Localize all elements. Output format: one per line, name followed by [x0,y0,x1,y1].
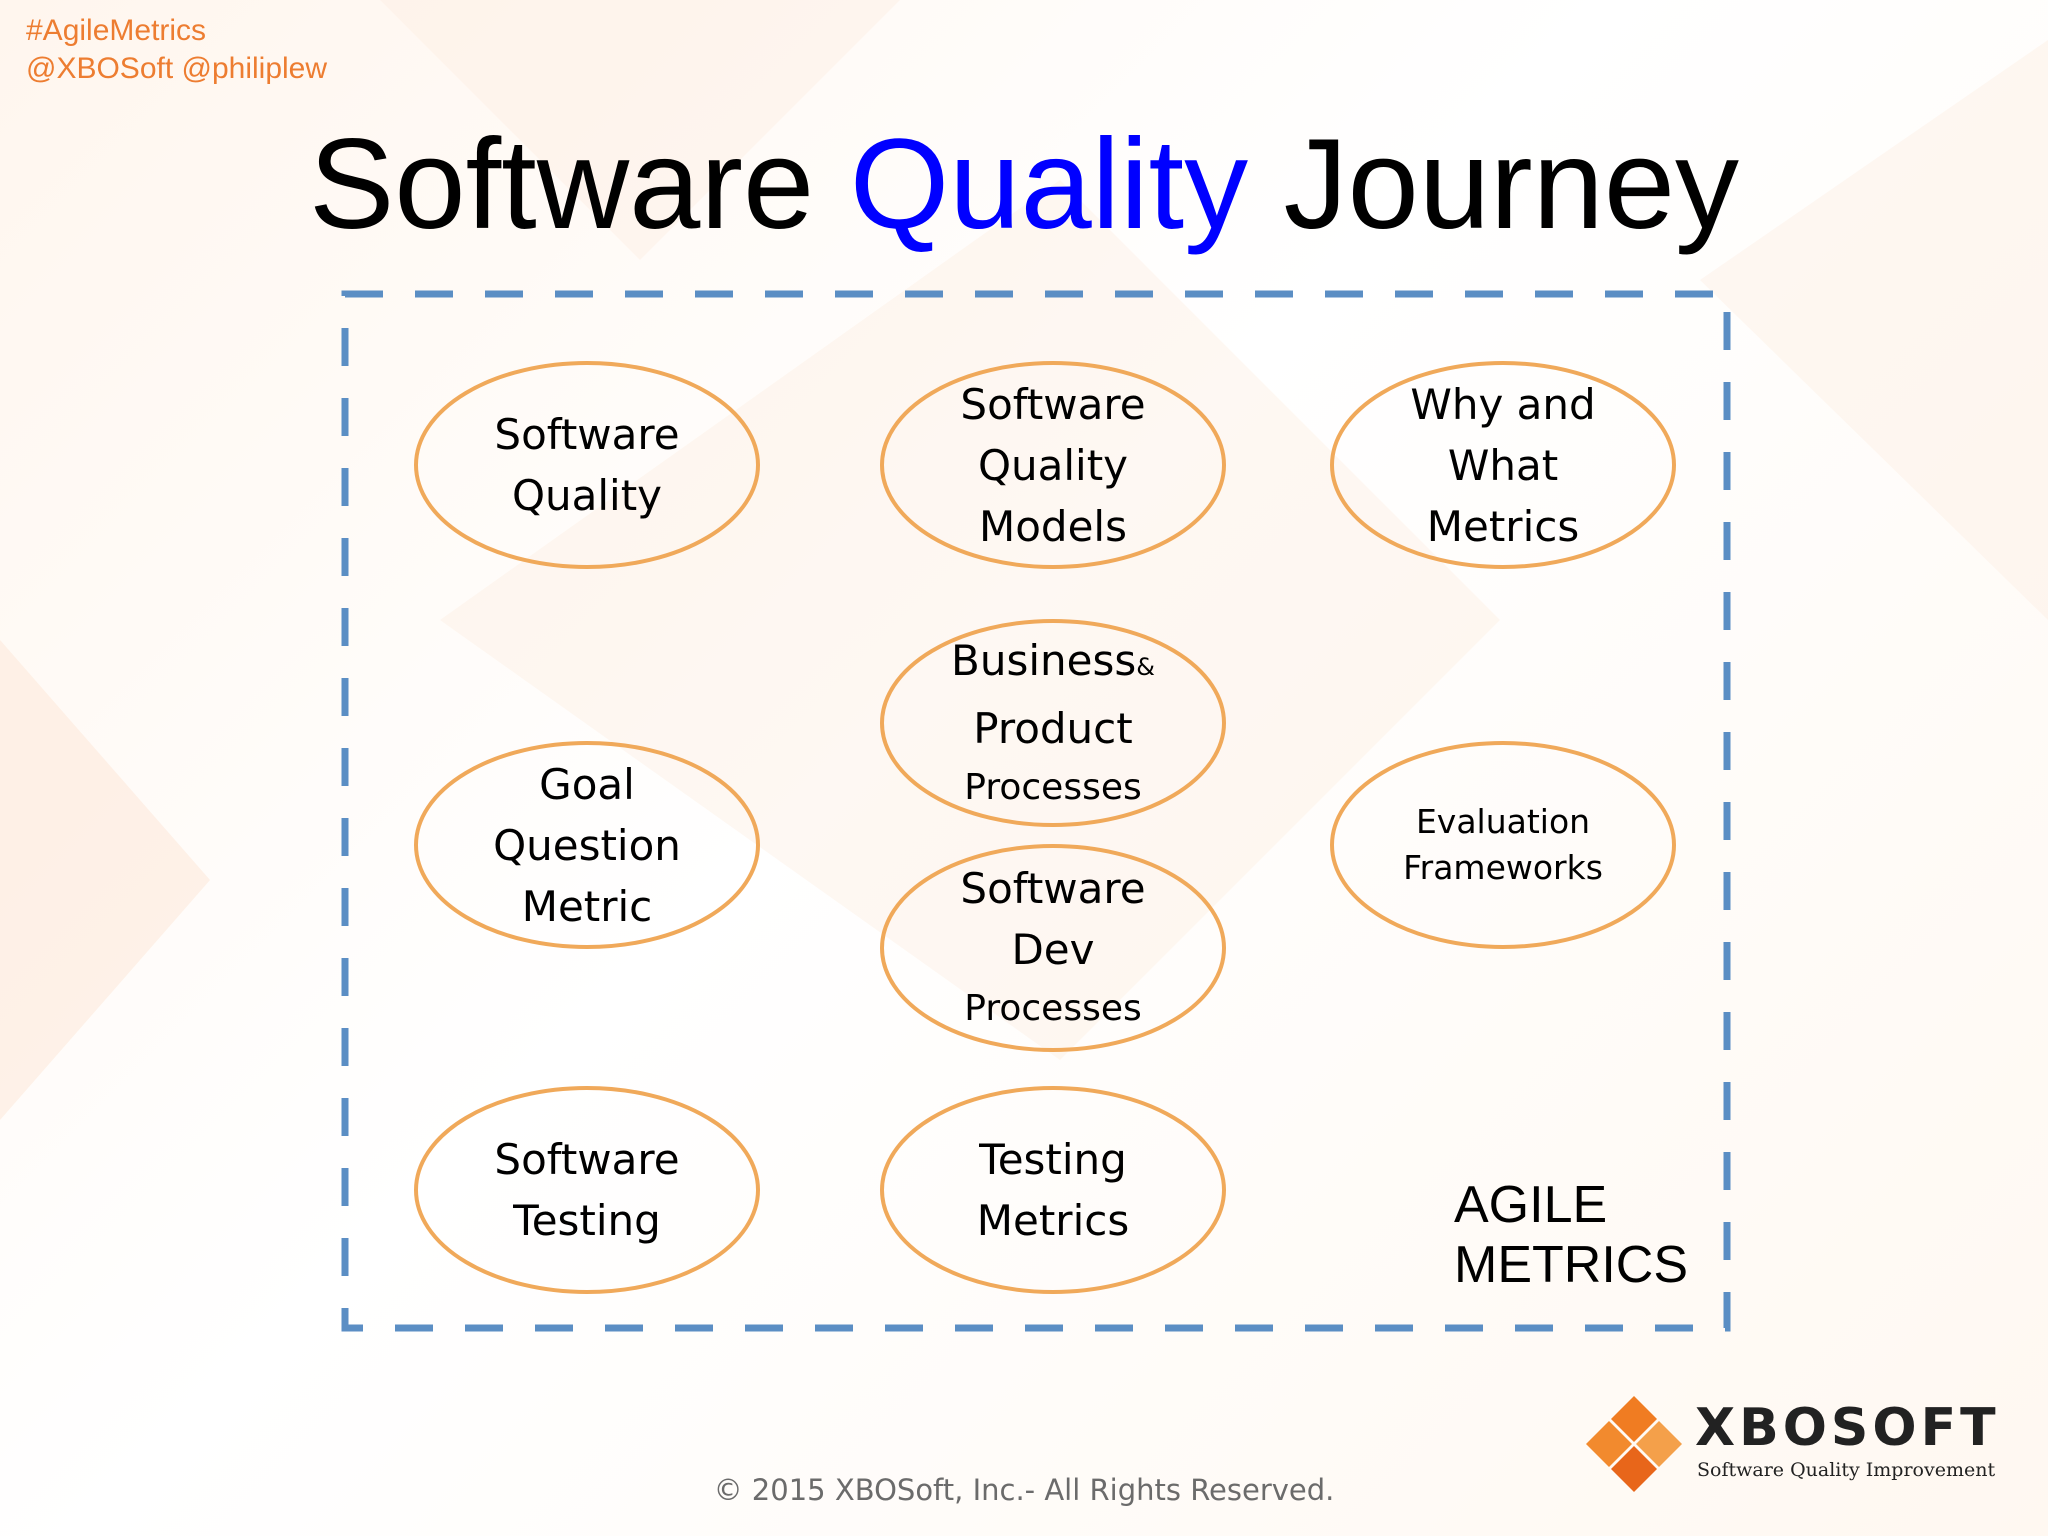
twitter-handles-text: @XBOSoft @philiplew [26,52,328,85]
agile-metrics-label: AGILE METRICS [1454,1175,1688,1295]
node-label-line: Quality [977,440,1129,490]
node-label-line: Metrics [1426,501,1580,551]
ellipse-software-quality-models [880,361,1226,569]
ellipse-software-testing [414,1086,760,1294]
node-label-line: Why and [1410,379,1596,429]
node-label-line: Quality [511,471,663,520]
ellipse-evaluation-frameworks [1330,741,1676,949]
node-label-line: Software [494,1135,680,1184]
ellipse-software-quality [414,361,760,569]
node-goal-question-metric: Goal Question Metric [418,745,756,945]
hashtag-text: #AgileMetrics [26,14,207,47]
node-label-word: Business [951,635,1137,685]
node-label-line: Models [979,501,1127,551]
node-label-line: Processes [964,988,1142,1029]
node-business-product-processes: Business& Product Processes [884,623,1222,823]
title-highlight: Quality [849,113,1249,256]
ellipse-testing-metrics [880,1086,1226,1294]
node-label-line: Metrics [976,1196,1130,1245]
logo-diamond-icon [1586,1396,1682,1492]
node-software-quality-models: Software Quality Models [884,365,1222,565]
node-why-and-what-metrics: Why and What Metrics [1334,365,1672,565]
node-label-line: Software [494,410,680,459]
title-part-1: Software [309,113,850,256]
node-software-dev-processes: Software Dev Processes [884,848,1222,1048]
node-label-line: Software [960,379,1146,429]
ellipse-goal-question-metric [414,741,760,949]
agile-metrics-dashed-border [341,290,1731,1332]
node-label-line: Product [973,703,1133,753]
node-software-quality: Software Quality [418,365,756,565]
node-label-line: Testing [513,1196,661,1245]
agile-label-line: AGILE [1454,1176,1608,1234]
node-label-line: What [1447,440,1559,490]
node-evaluation-frameworks: Evaluation Frameworks [1334,745,1672,945]
social-tags: #AgileMetrics @XBOSoft @philiplew [26,12,327,88]
node-label-line: Software [960,864,1146,913]
node-label-line: Question [493,820,681,870]
node-label-line: Evaluation [1415,802,1591,841]
slide-title: Software Quality Journey [0,110,2048,260]
ellipse-software-dev-processes [880,844,1226,1052]
node-label-line: Testing [979,1135,1127,1184]
ellipse-why-and-what-metrics [1330,361,1676,569]
node-software-testing: Software Testing [418,1090,756,1290]
ellipse-business-product-processes [880,619,1226,827]
ampersand-text: & [1136,652,1155,681]
title-part-2: Journey [1248,113,1739,256]
node-testing-metrics: Testing Metrics [884,1090,1222,1290]
node-label-line: Business& [951,630,1155,698]
node-label-line: Dev [1011,925,1095,974]
node-label-line: Processes [964,766,1142,808]
xbosoft-logo: XBOSOFT Software Quality Improvement [1584,1394,2004,1494]
node-label-line: Goal [539,759,635,809]
copyright-footer: © 2015 XBOSoft, Inc.- All Rights Reserve… [713,1473,1335,1507]
logo-wordmark: XBOSOFT [1695,1398,2000,1458]
agile-label-line: METRICS [1454,1236,1688,1294]
logo-tagline: Software Quality Improvement [1697,1459,1996,1481]
node-label-line: Metric [521,881,653,931]
node-label-line: Frameworks [1403,848,1603,887]
